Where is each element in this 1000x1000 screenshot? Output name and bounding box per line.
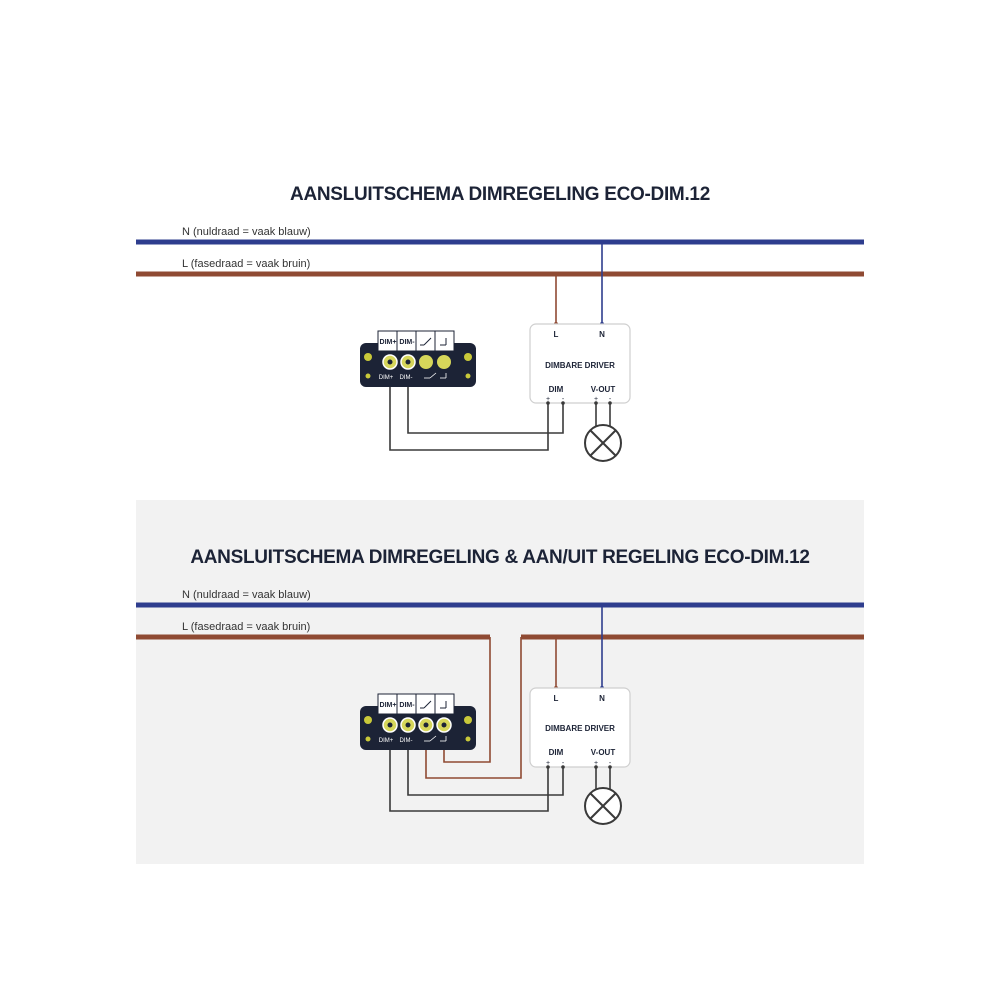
mount-screw	[464, 353, 472, 361]
switch-icon	[440, 338, 447, 346]
neutral-wire-label: N (nuldraad = vaak blauw)	[182, 226, 311, 238]
junction-dot	[608, 401, 612, 405]
driver-n-label: N	[599, 694, 605, 703]
driver-dim-label: DIM	[549, 385, 564, 394]
switch-icon	[420, 337, 432, 346]
lamp-icon	[584, 424, 622, 462]
vout-plus-sign: +	[594, 396, 598, 403]
dimmer-body	[360, 343, 476, 387]
driver-title: DIMBARE DRIVER	[545, 361, 615, 370]
switched-phase-wire	[425, 637, 522, 779]
switch-icon	[440, 701, 447, 709]
switch-symbol-icon	[424, 735, 447, 742]
mount-screw	[464, 716, 472, 724]
diagram-dimming: AANSLUITSCHEMA DIMREGELING ECO-DIM.12 N …	[136, 184, 864, 462]
neutral-wire-label: N (nuldraad = vaak blauw)	[182, 589, 311, 601]
screw-terminal-switch-a	[419, 355, 433, 369]
lamp-icon	[584, 787, 622, 825]
dim-minus-sign: -	[562, 760, 565, 767]
driver-l-label: L	[554, 330, 559, 339]
bottom-label-dim-plus: DIM+	[379, 738, 394, 744]
driver-n-label: N	[599, 330, 605, 339]
vout-minus-sign: -	[609, 760, 612, 767]
vout-minus-sign: -	[609, 396, 612, 403]
led-dot	[465, 373, 471, 379]
vout-plus-sign: +	[594, 760, 598, 767]
dim-minus-wire	[407, 733, 564, 796]
dim-plus-sign: +	[546, 760, 550, 767]
dim-plus-wire	[389, 733, 549, 812]
driver-l-label: L	[554, 694, 559, 703]
mount-screw	[364, 716, 372, 724]
driver-vout-label: V-OUT	[591, 748, 616, 757]
junction-dot	[594, 765, 598, 769]
junction-dot	[594, 401, 598, 405]
terminal-label-dim-plus: DIM+	[380, 702, 397, 709]
junction-dot	[608, 765, 612, 769]
junction-dot	[546, 401, 550, 405]
junction-dot	[561, 765, 565, 769]
terminal-label-dim-plus: DIM+	[380, 339, 397, 346]
bottom-label-dim-plus: DIM+	[379, 375, 394, 381]
dim-minus-sign: -	[562, 396, 565, 403]
led-dot	[365, 736, 371, 742]
bottom-label-dim-minus: DIM-	[400, 375, 413, 381]
bottom-label-dim-minus: DIM-	[400, 738, 413, 744]
dim-plus-sign: +	[546, 396, 550, 403]
terminal-label-dim-minus: DIM-	[399, 339, 415, 346]
led-dot	[365, 373, 371, 379]
diagram2-title: AANSLUITSCHEMA DIMREGELING & AAN/UIT REG…	[190, 547, 809, 568]
dimmable-driver-box	[529, 687, 631, 768]
driver-vout-label: V-OUT	[591, 385, 616, 394]
dim-minus-wire	[407, 370, 564, 434]
led-dot	[465, 736, 471, 742]
phase-wire-label: L (fasedraad = vaak bruin)	[182, 258, 310, 270]
diagram-dimming-onoff: AANSLUITSCHEMA DIMREGELING & AAN/UIT REG…	[136, 547, 864, 825]
switch-symbol-icon	[424, 372, 447, 379]
second-diagram-panel	[136, 500, 864, 864]
terminal-label-dim-minus: DIM-	[399, 702, 415, 709]
dim-plus-wire	[389, 370, 549, 451]
phase-wire-label: L (fasedraad = vaak bruin)	[182, 621, 310, 633]
driver-dim-label: DIM	[549, 748, 564, 757]
dimmable-driver-box	[529, 323, 631, 404]
eco-dim12-module: DIM+ DIM-	[360, 693, 476, 750]
eco-dim12-module: DIM+ DIM- DIM+	[360, 330, 476, 387]
screw-terminal-switch-b	[437, 355, 451, 369]
mount-screw	[364, 353, 372, 361]
dimmer-body	[360, 706, 476, 750]
driver-title: DIMBARE DRIVER	[545, 724, 615, 733]
diagram1-title: AANSLUITSCHEMA DIMREGELING ECO-DIM.12	[290, 184, 710, 205]
switch-icon	[420, 700, 432, 709]
junction-dot	[546, 765, 550, 769]
junction-dot	[561, 401, 565, 405]
